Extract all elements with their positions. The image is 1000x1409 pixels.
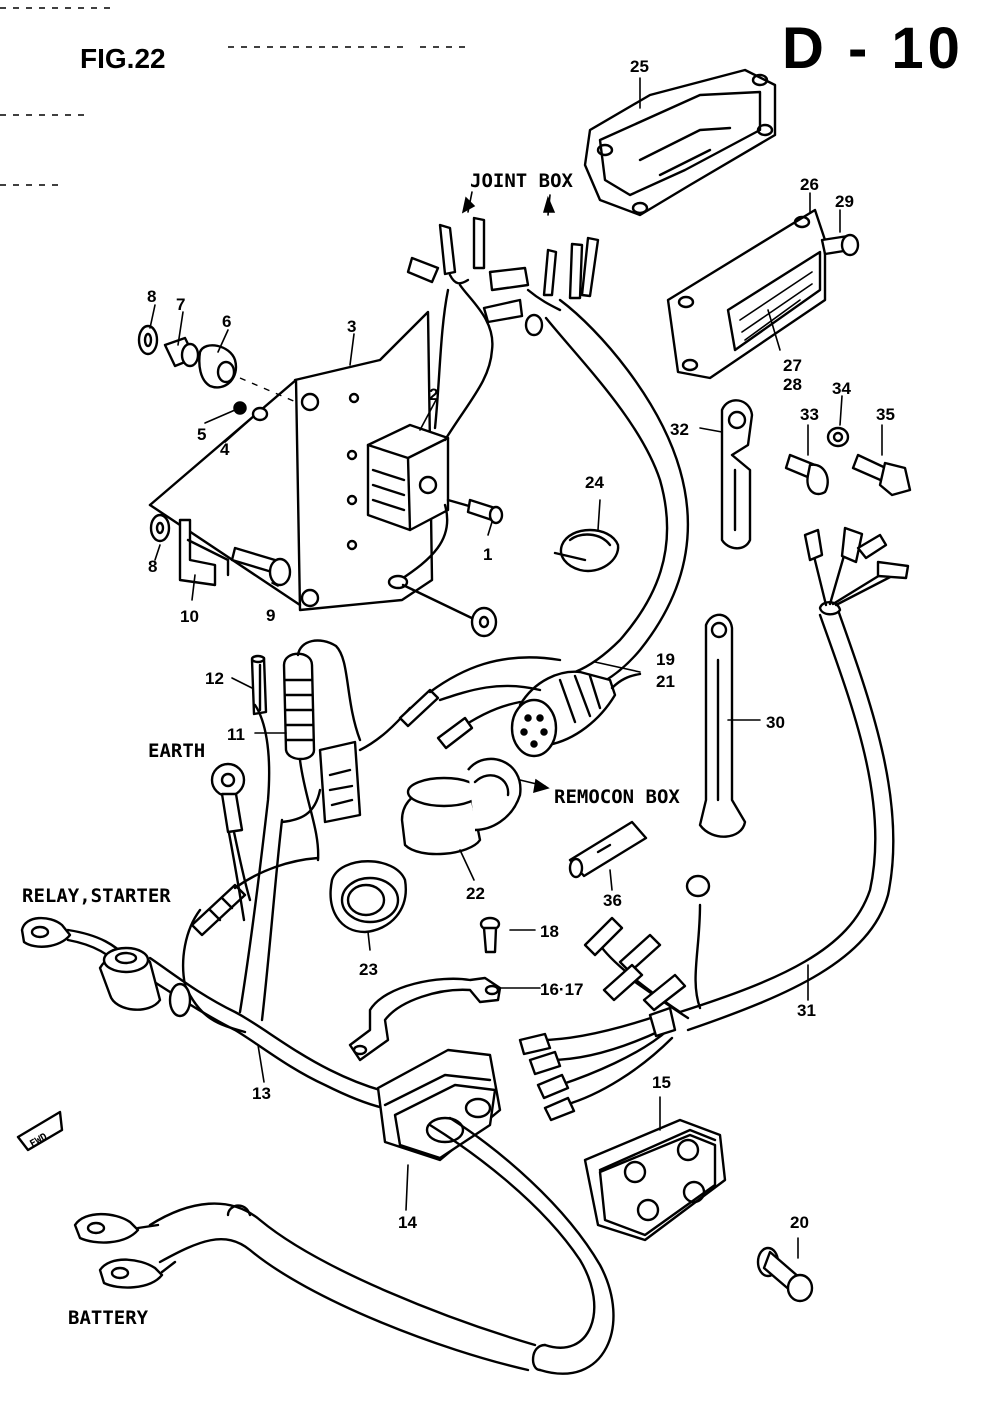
grommet-part-23 [329, 860, 407, 934]
callout-22: 22 [466, 884, 485, 903]
plate-part-26-27-28 [666, 208, 827, 380]
callout-29: 29 [835, 192, 854, 211]
parts-4-5-6-7-8 [137, 324, 297, 543]
callout-21: 21 [656, 672, 675, 691]
callout-1: 1 [483, 545, 492, 564]
callout-14: 14 [398, 1213, 417, 1232]
callout-7: 7 [176, 295, 185, 314]
bolt-part-1 [446, 498, 504, 525]
callout-36: 36 [603, 891, 622, 910]
callout-31: 31 [797, 1001, 816, 1020]
label-remocon-box: REMOCON BOX [554, 786, 680, 808]
callout-30: 30 [766, 713, 785, 732]
header-scan-marks [0, 7, 470, 186]
callout-18: 18 [540, 922, 559, 941]
regulator-part-2 [366, 423, 450, 532]
callout-4: 4 [220, 440, 230, 459]
bracket-part-30 [698, 613, 747, 838]
callout-9: 9 [266, 606, 275, 625]
battery-cables [73, 1116, 615, 1375]
figure-label: FIG.22 [80, 43, 166, 74]
label-battery: BATTERY [68, 1307, 149, 1329]
cover-part-25 [583, 68, 777, 217]
tube-part-36 [568, 820, 648, 879]
callout-33: 33 [800, 405, 819, 424]
callout-25: 25 [630, 57, 649, 76]
regulator-wires [387, 216, 498, 638]
fuse-wires [358, 656, 562, 752]
callout-19: 19 [656, 650, 675, 669]
bracket-part-3 [148, 310, 434, 612]
pin-part-20 [756, 1246, 814, 1303]
callout-34: 34 [832, 379, 851, 398]
screw-part-33 [784, 453, 829, 496]
bolt-part-35 [851, 453, 912, 497]
label-relay-starter: RELAY,STARTER [22, 885, 171, 907]
callout-27: 27 [783, 356, 802, 375]
joint-box-connector-bundle [482, 236, 690, 697]
screw-part-29 [820, 233, 860, 257]
callout-23: 23 [359, 960, 378, 979]
grommet-part-14 [376, 1048, 502, 1162]
callout-26: 26 [800, 175, 819, 194]
callout-3: 3 [347, 317, 356, 336]
grommet-part-15 [583, 1118, 727, 1242]
relay-starter-cable [20, 916, 192, 1018]
callout-11: 11 [227, 725, 245, 744]
callout-15: 15 [652, 1073, 671, 1092]
leader-lines [149, 77, 883, 1259]
callout-24: 24 [585, 473, 604, 492]
callout-10: 10 [180, 607, 199, 626]
callout-32: 32 [670, 420, 689, 439]
callout-28: 28 [783, 375, 802, 394]
clamp-part-16-17 [348, 976, 502, 1062]
callout-6: 6 [222, 312, 231, 331]
label-joint-box: JOINT BOX [470, 170, 574, 192]
fuse-part-12 [250, 654, 268, 716]
callout-12: 12 [205, 669, 224, 688]
callout-20: 20 [790, 1213, 809, 1232]
screw-part-18 [479, 916, 501, 954]
callout-16-17: 16·17 [540, 980, 583, 999]
arrow-icon [461, 196, 476, 214]
remocon-connector-part-19-21 [510, 670, 642, 758]
callout-13: 13 [252, 1084, 271, 1103]
harness-part-31 [518, 526, 910, 1122]
callout-5: 5 [197, 425, 206, 444]
label-earth: EARTH [148, 740, 205, 762]
bracket-part-32 [720, 399, 754, 550]
grommet-part-22 [400, 757, 522, 856]
callout-8-top: 8 [147, 287, 156, 306]
clamp-part-24 [553, 528, 620, 573]
parts-9-10 [178, 518, 292, 587]
fwd-arrow-icon: FWD [16, 1110, 64, 1152]
arrow-icon [533, 778, 550, 794]
fuse-holder-part-11 [282, 639, 362, 862]
callout-8-bottom: 8 [148, 557, 157, 576]
arrow-icon [543, 195, 556, 213]
washer-part-34 [826, 426, 850, 448]
callout-2: 2 [429, 385, 438, 404]
main-harness-part-13 [146, 703, 402, 1112]
section-code: D - 10 [782, 16, 964, 81]
callout-35: 35 [876, 405, 895, 424]
